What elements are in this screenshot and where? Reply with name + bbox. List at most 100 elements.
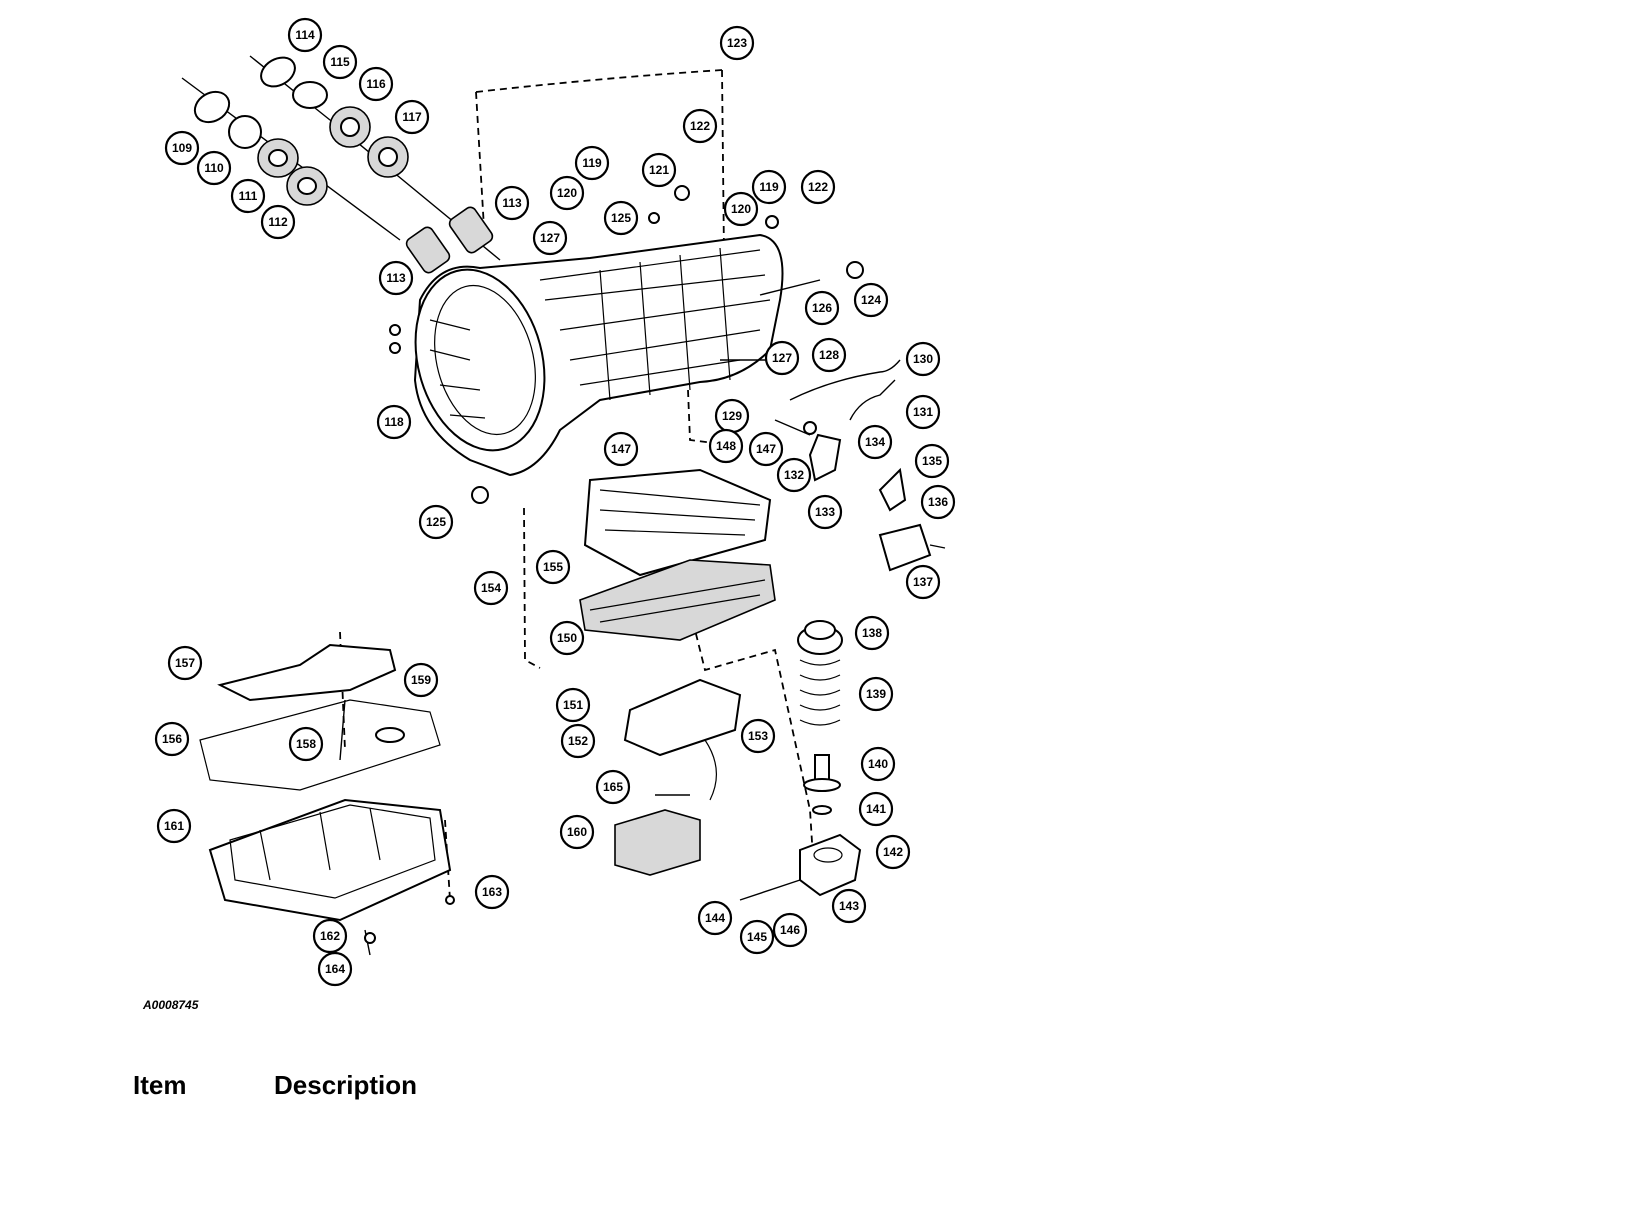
callout-112: 112 xyxy=(260,204,296,240)
svg-text:147: 147 xyxy=(611,442,631,456)
svg-text:143: 143 xyxy=(839,899,859,913)
svg-text:154: 154 xyxy=(481,581,501,595)
callout-161: 161 xyxy=(156,808,192,844)
svg-text:144: 144 xyxy=(705,911,725,925)
callout-135: 135 xyxy=(914,443,950,479)
callout-109: 109 xyxy=(164,130,200,166)
svg-text:142: 142 xyxy=(883,845,903,859)
svg-text:151: 151 xyxy=(563,698,583,712)
accumulator-assembly xyxy=(739,620,862,901)
description-column-header: Description xyxy=(274,1070,418,1100)
svg-text:128: 128 xyxy=(819,348,839,362)
svg-text:161: 161 xyxy=(164,819,184,833)
svg-text:147: 147 xyxy=(756,442,776,456)
callout-131: 131 xyxy=(905,394,941,430)
callout-136: 136 xyxy=(920,484,956,520)
callout-125-a: 125 xyxy=(418,504,454,540)
svg-text:126: 126 xyxy=(812,301,832,315)
filter-and-pan xyxy=(199,643,452,956)
svg-text:114: 114 xyxy=(295,28,315,42)
callout-139: 139 xyxy=(858,676,894,712)
callout-150: 150 xyxy=(549,620,585,656)
callout-141: 141 xyxy=(858,791,894,827)
svg-text:153: 153 xyxy=(748,729,768,743)
callout-126: 126 xyxy=(804,290,840,326)
svg-text:109: 109 xyxy=(172,141,192,155)
svg-text:129: 129 xyxy=(722,409,742,423)
callout-152: 152 xyxy=(560,723,596,759)
callout-113-b: 113 xyxy=(378,260,414,296)
svg-text:133: 133 xyxy=(815,505,835,519)
item-column-header: Item xyxy=(133,1070,187,1100)
svg-text:115: 115 xyxy=(330,55,350,69)
callout-123: 123 xyxy=(719,25,755,61)
svg-text:120: 120 xyxy=(731,202,751,216)
svg-text:140: 140 xyxy=(868,757,888,771)
callout-138: 138 xyxy=(854,615,890,651)
callout-147-b: 147 xyxy=(748,431,784,467)
svg-text:152: 152 xyxy=(568,734,588,748)
transmission-case xyxy=(413,233,821,477)
svg-text:119: 119 xyxy=(582,156,602,170)
callout-145: 145 xyxy=(739,919,775,955)
callout-121: 121 xyxy=(641,152,677,188)
callout-111: 111 xyxy=(230,178,266,214)
callout-157: 157 xyxy=(167,645,203,681)
callout-160: 160 xyxy=(559,814,595,850)
svg-text:111: 111 xyxy=(239,189,258,203)
callout-151: 151 xyxy=(555,687,591,723)
svg-text:116: 116 xyxy=(366,77,386,91)
callout-124: 124 xyxy=(853,282,889,318)
svg-text:157: 157 xyxy=(175,656,195,670)
callout-122-b: 122 xyxy=(800,169,836,205)
callout-163: 163 xyxy=(474,874,510,910)
svg-text:137: 137 xyxy=(913,575,933,589)
svg-text:123: 123 xyxy=(727,36,747,50)
callout-133: 133 xyxy=(807,494,843,530)
svg-text:135: 135 xyxy=(922,454,942,468)
callout-115: 115 xyxy=(322,44,358,80)
callout-154: 154 xyxy=(473,570,509,606)
figure-reference-code: A0008745 xyxy=(143,998,199,1012)
svg-text:117: 117 xyxy=(402,110,422,124)
callout-155: 155 xyxy=(535,549,571,585)
svg-text:162: 162 xyxy=(320,929,340,943)
dashed-leaders xyxy=(339,69,816,901)
svg-text:112: 112 xyxy=(268,215,288,229)
svg-text:121: 121 xyxy=(649,163,669,177)
svg-text:160: 160 xyxy=(567,825,587,839)
svg-text:146: 146 xyxy=(780,923,800,937)
callout-142: 142 xyxy=(875,834,911,870)
svg-text:119: 119 xyxy=(759,180,779,194)
exploded-parts-diagram: 109 110 111 112 113 113 114 115 116 117 … xyxy=(154,17,956,987)
callout-128: 128 xyxy=(811,337,847,373)
callout-113-a: 113 xyxy=(494,185,530,221)
callout-158: 158 xyxy=(288,726,324,762)
front-pump-parts xyxy=(181,55,501,274)
callout-130: 130 xyxy=(905,341,941,377)
svg-text:131: 131 xyxy=(913,405,933,419)
callout-146: 146 xyxy=(772,912,808,948)
svg-text:150: 150 xyxy=(557,631,577,645)
callout-114: 114 xyxy=(287,17,323,53)
svg-text:165: 165 xyxy=(603,780,623,794)
svg-text:125: 125 xyxy=(426,515,446,529)
callout-132: 132 xyxy=(776,457,812,493)
svg-text:134: 134 xyxy=(865,435,885,449)
callout-127-a: 127 xyxy=(532,220,568,256)
callout-159: 159 xyxy=(403,662,439,698)
svg-text:138: 138 xyxy=(862,626,882,640)
svg-text:122: 122 xyxy=(808,180,828,194)
callout-120-a: 120 xyxy=(549,175,585,211)
callout-120-b: 120 xyxy=(723,191,759,227)
callout-118: 118 xyxy=(376,404,412,440)
svg-text:155: 155 xyxy=(543,560,563,574)
svg-text:141: 141 xyxy=(866,802,886,816)
callout-119-b: 119 xyxy=(751,169,787,205)
callout-164: 164 xyxy=(317,951,353,987)
svg-text:130: 130 xyxy=(913,352,933,366)
svg-text:124: 124 xyxy=(861,293,881,307)
svg-text:127: 127 xyxy=(540,231,560,245)
callout-147-a: 147 xyxy=(603,431,639,467)
svg-text:113: 113 xyxy=(386,271,406,285)
